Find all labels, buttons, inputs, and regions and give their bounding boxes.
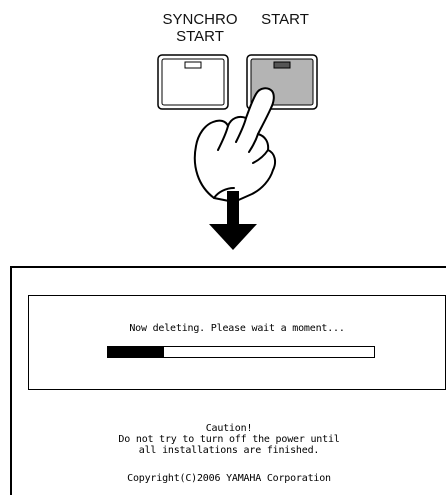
deleting-message: Now deleting. Please wait a moment... [29, 323, 445, 334]
lcd-screen: Now deleting. Please wait a moment... Ca… [10, 266, 446, 495]
progress-bar [107, 346, 375, 358]
caution-line-2: all installations are finished. [12, 445, 446, 456]
progress-fill [108, 347, 164, 357]
caution-message: Caution! Do not try to turn off the powe… [12, 423, 446, 456]
synchro-start-button[interactable] [158, 55, 228, 109]
caution-title: Caution! [12, 423, 446, 434]
copyright-text: Copyright(C)2006 YAMAHA Corporation [12, 473, 446, 484]
synchro-start-lamp [185, 62, 201, 68]
progress-dialog: Now deleting. Please wait a moment... [28, 295, 446, 390]
start-lamp [274, 62, 290, 68]
caution-line-1: Do not try to turn off the power until [12, 434, 446, 445]
down-arrow-icon [209, 191, 257, 250]
panel-illustration [0, 0, 446, 266]
